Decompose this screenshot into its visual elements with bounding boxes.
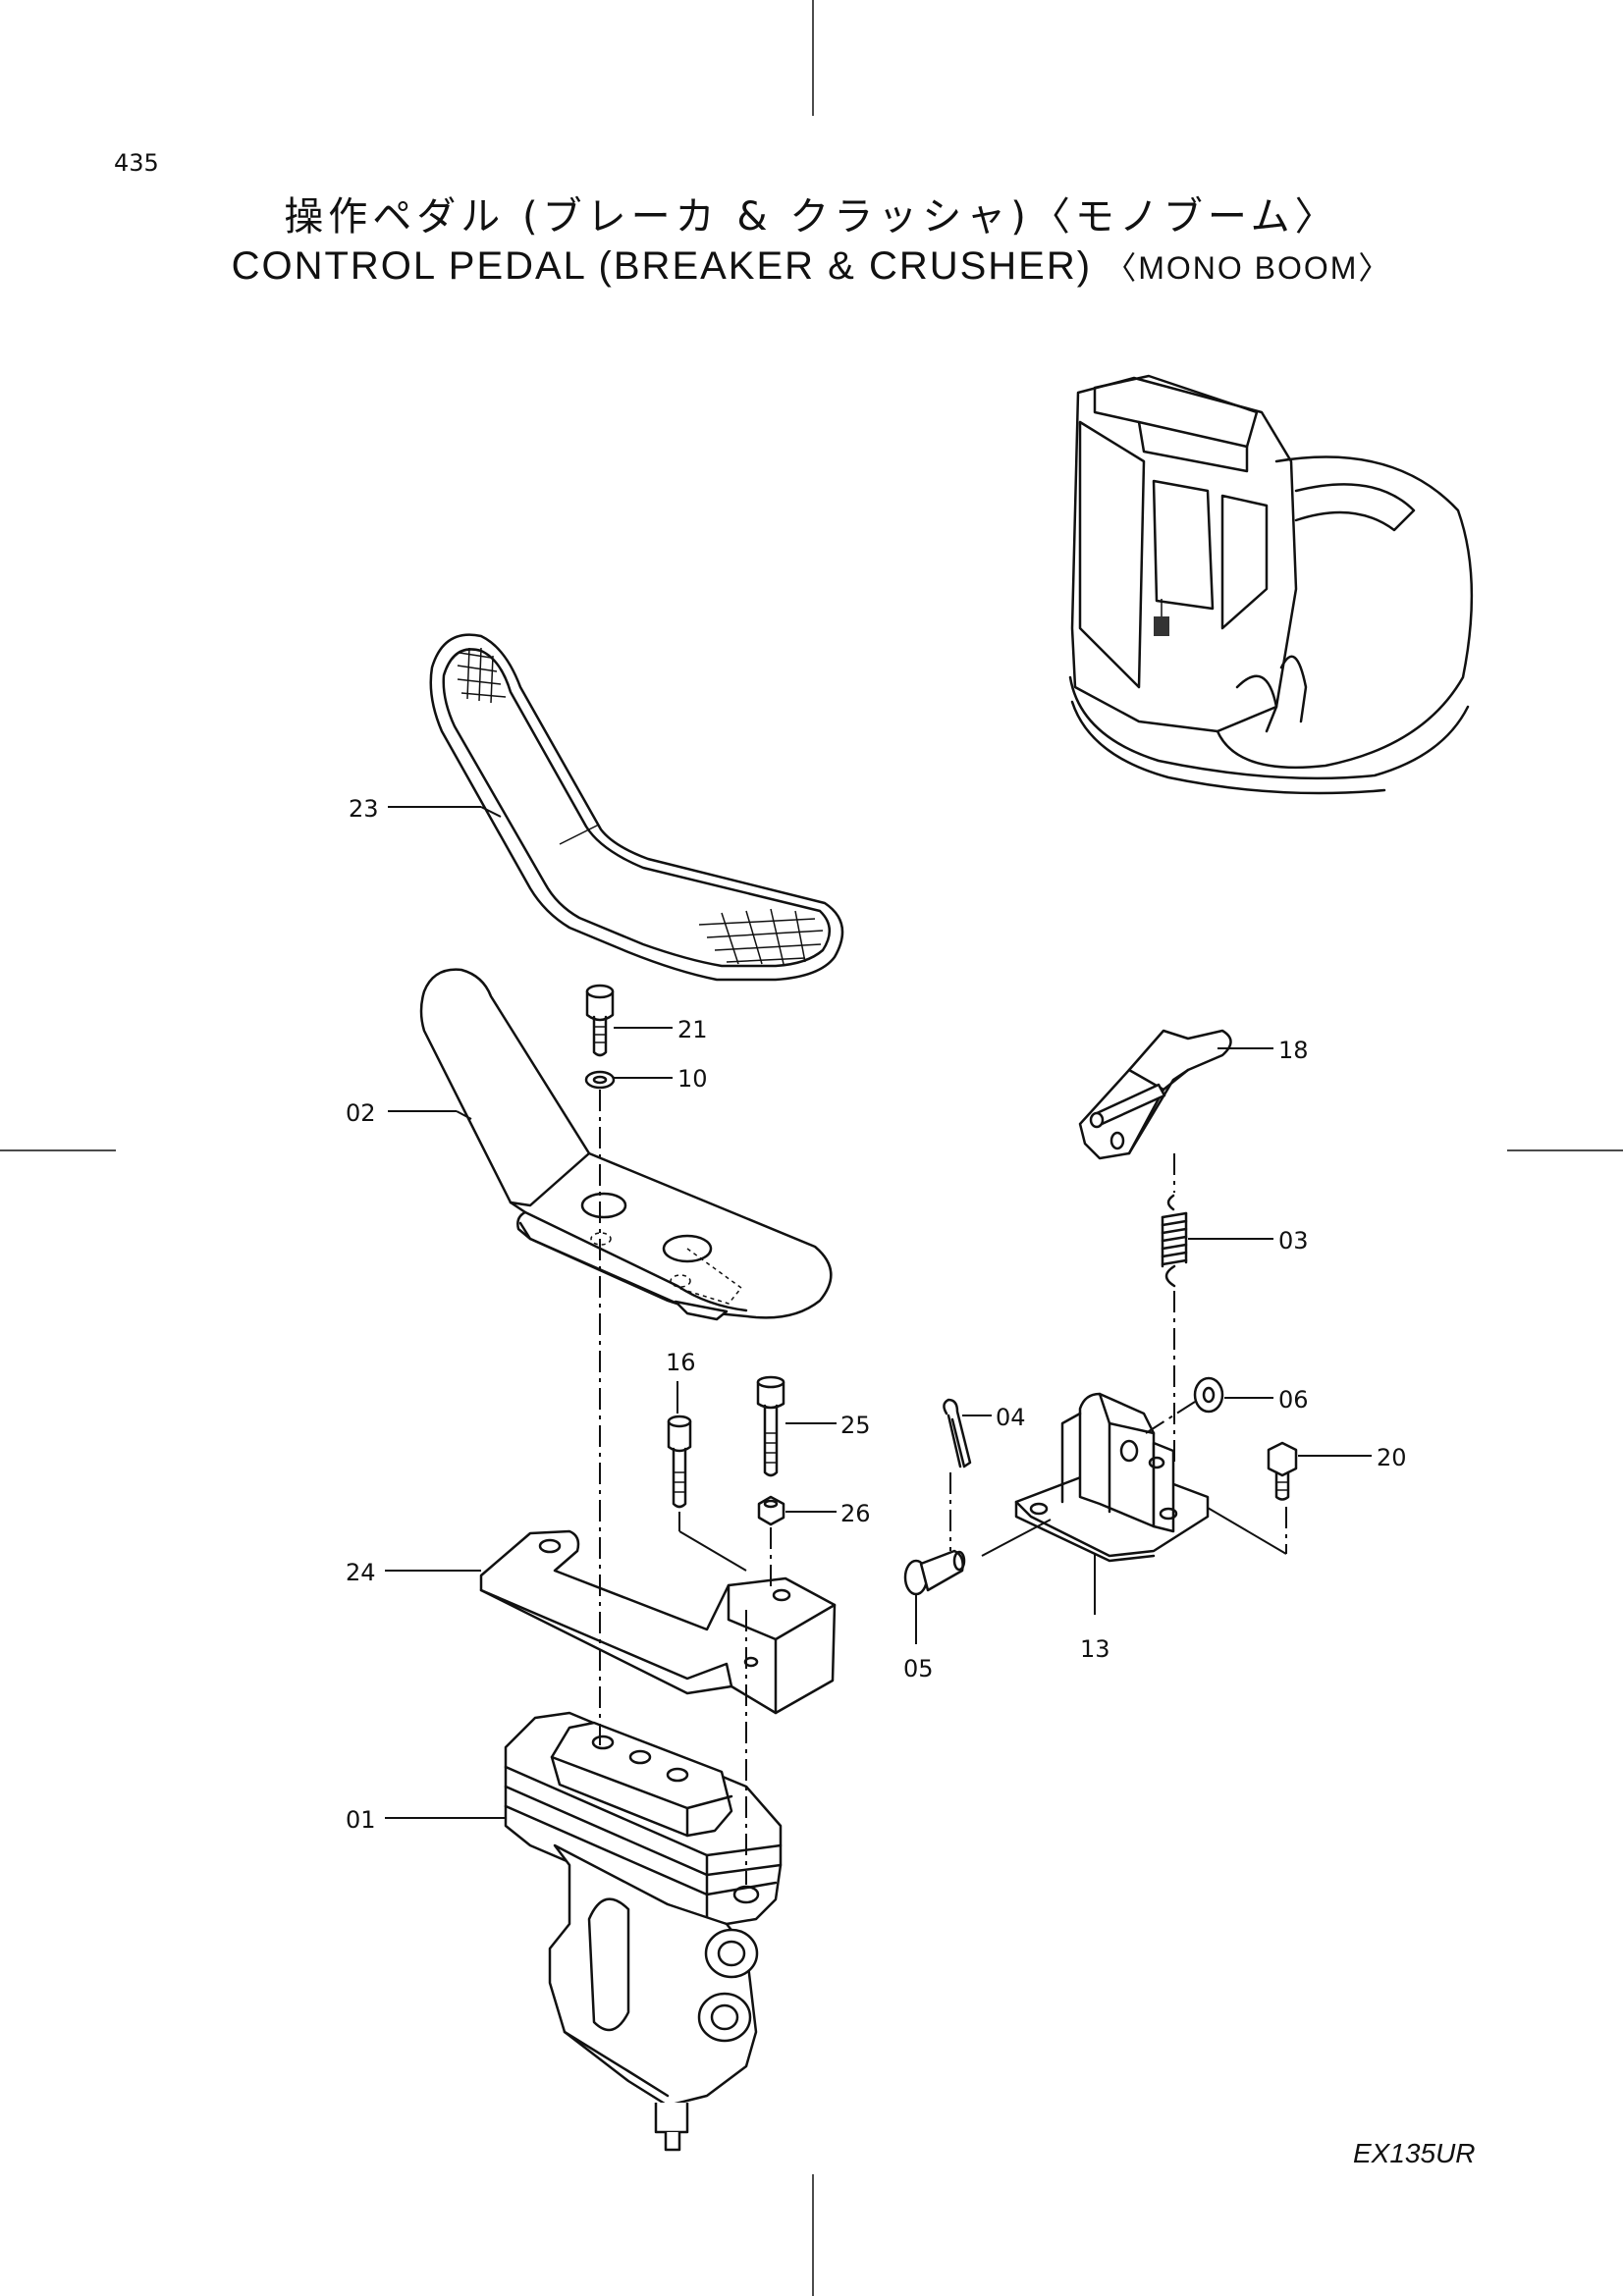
callout-05: 05 [903,1655,934,1682]
title-english-main: CONTROL PEDAL (BREAKER & CRUSHER) [231,244,1093,288]
part-20-bolt [1267,1441,1298,1501]
part-02-pedal [419,968,833,1321]
callout-04: 04 [996,1404,1026,1431]
callout-13: 13 [1080,1635,1110,1663]
title-english-sub: 〈MONO BOOM〉 [1105,250,1392,286]
callout-25: 25 [840,1412,871,1439]
callout-20: 20 [1377,1444,1407,1471]
page-number: 435 [114,149,159,177]
callout-03: 03 [1278,1227,1309,1255]
callout-23: 23 [349,795,379,823]
model-code: EX135UR [1353,2138,1476,2168]
excavator-location-view [1068,374,1474,795]
part-06-washer [1193,1376,1224,1414]
part-13-bracket [1014,1392,1210,1563]
callout-26: 26 [840,1500,871,1527]
part-10-washer [584,1070,616,1090]
part-18-lever [1078,1029,1232,1160]
callout-18: 18 [1278,1037,1309,1064]
leader-lines [385,806,1372,1819]
part-01-pilot-valve [504,1711,783,2152]
callout-02: 02 [346,1099,376,1127]
title-japanese: 操作ペダル (ブレーカ & クラッシャ)〈モノブーム〉 [284,194,1339,240]
part-25-bolt [756,1375,785,1477]
callout-10: 10 [677,1065,708,1093]
part-21-screw [585,984,615,1057]
callout-06: 06 [1278,1386,1309,1414]
title-english: CONTROL PEDAL (BREAKER & CRUSHER) 〈MONO … [0,243,1623,289]
part-03-spring [1161,1194,1188,1288]
callout-01: 01 [346,1806,376,1834]
part-04-cotter-pin [943,1398,972,1468]
callout-21: 21 [677,1016,708,1043]
callout-16: 16 [666,1349,696,1376]
part-26-nut [757,1495,785,1526]
callout-24: 24 [346,1559,376,1586]
part-16-screw [667,1415,692,1509]
assembly-lines [599,1090,1287,1885]
part-24-bracket [479,1529,837,1715]
part-23-pedal-cover [429,633,844,982]
part-05-pin [903,1549,966,1596]
callout-labels: 23 02 21 10 16 25 26 24 01 18 03 06 04 2… [346,795,1407,1834]
